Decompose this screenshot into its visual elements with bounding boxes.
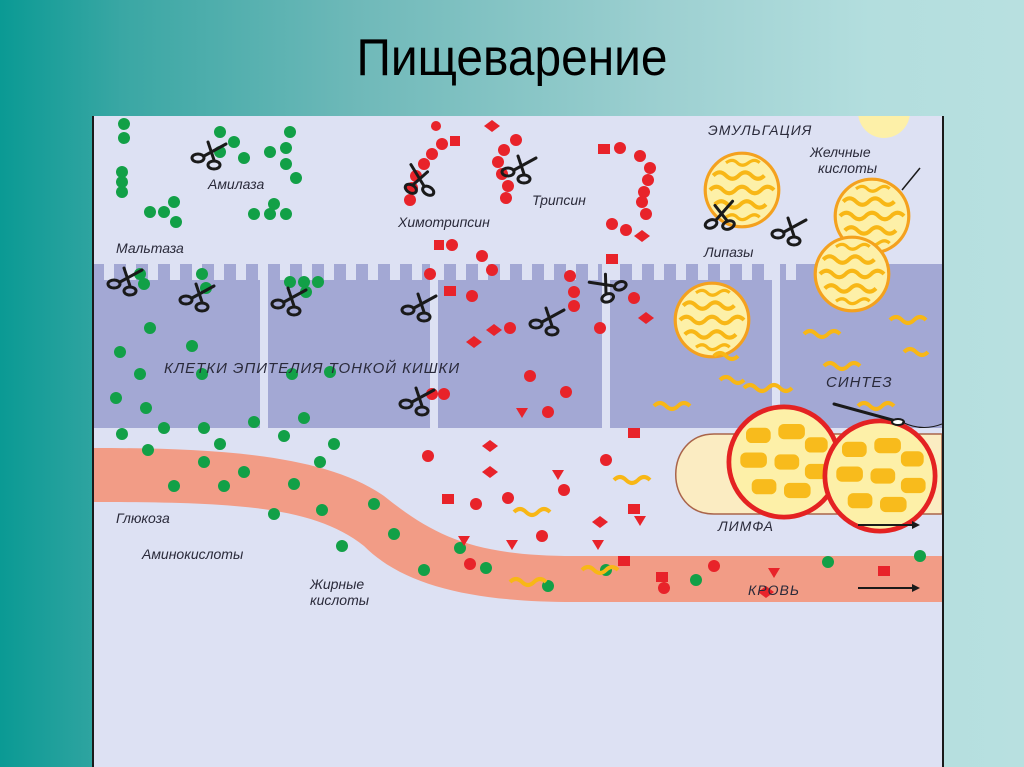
label-emulsification: ЭМУЛЬГАЦИЯ [708, 122, 813, 138]
label-fatty-acids-1: Жирные [310, 576, 365, 592]
label-bile-acids-2: кислоты [818, 160, 878, 176]
needle-icon [832, 402, 942, 428]
emulsified-fat-droplets [675, 116, 910, 357]
label-bile-acids-1: Желчные [810, 144, 871, 160]
label-amylase: Амилаза [208, 176, 265, 192]
slide-title: Пищеварение [356, 29, 668, 87]
chylomicron [825, 421, 935, 531]
fatty-acid-squiggles [508, 315, 930, 587]
label-maltase: Мальтаза [116, 240, 184, 256]
epithelium-band [94, 260, 942, 428]
label-blood: КРОВЬ [748, 582, 800, 598]
label-epithelium: КЛЕТКИ ЭПИТЕЛИЯ ТОНКОЙ КИШКИ [164, 360, 461, 377]
glucose-molecules [110, 118, 926, 592]
label-fatty-acids-2: кислоты [310, 592, 370, 608]
amino-acid-molecules [404, 120, 890, 598]
label-lipases: Липазы [704, 244, 754, 260]
label-chymotrypsin: Химотрипсин [398, 214, 490, 230]
label-synthesis: СИНТЕЗ [826, 374, 893, 391]
label-trypsin: Трипсин [532, 192, 586, 208]
label-lymph: ЛИМФА [718, 518, 774, 534]
label-glucose: Глюкоза [116, 510, 170, 526]
chylomicron [729, 407, 839, 517]
blood-vessel [94, 448, 942, 602]
label-amino-acids: Аминокислоты [142, 546, 244, 562]
digestion-diagram: Амилаза Трипсин Химотрипсин Мальтаза Лип… [92, 116, 944, 767]
